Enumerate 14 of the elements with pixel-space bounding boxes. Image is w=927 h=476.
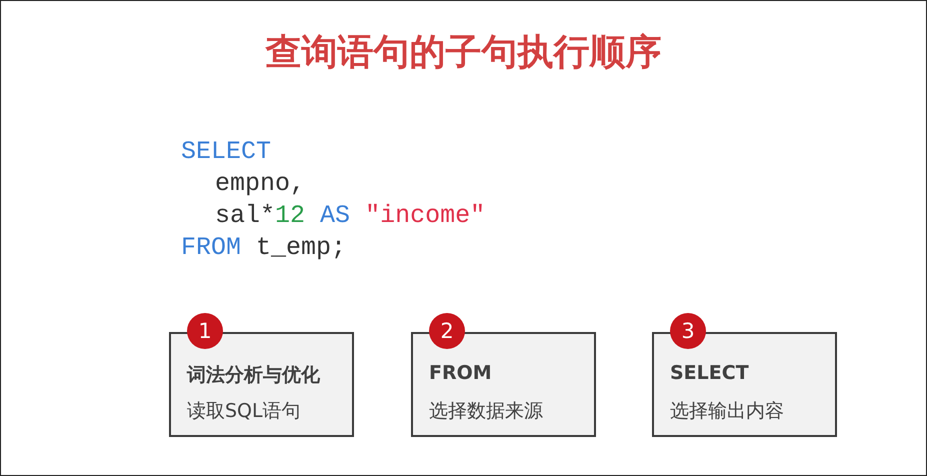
code-line: SELECT <box>181 137 272 167</box>
code-line: FROM t_emp; <box>181 233 346 263</box>
code-line: sal*12 AS "income" <box>215 201 486 231</box>
title: 查询语句的子句执行顺序 <box>264 31 662 75</box>
step-description: 选择数据来源 <box>429 399 543 424</box>
step-number-badge: 2 <box>429 313 465 349</box>
step-number-badge: 3 <box>670 313 706 349</box>
step-description: 选择输出内容 <box>670 399 784 424</box>
step-number-badge: 1 <box>187 313 223 349</box>
step-heading: FROM <box>429 362 492 384</box>
step-description: 读取SQL语句 <box>187 399 301 424</box>
code-line: empno, <box>215 169 306 199</box>
step-heading: 词法分析与优化 <box>187 363 320 388</box>
step-heading: SELECT <box>670 362 749 384</box>
